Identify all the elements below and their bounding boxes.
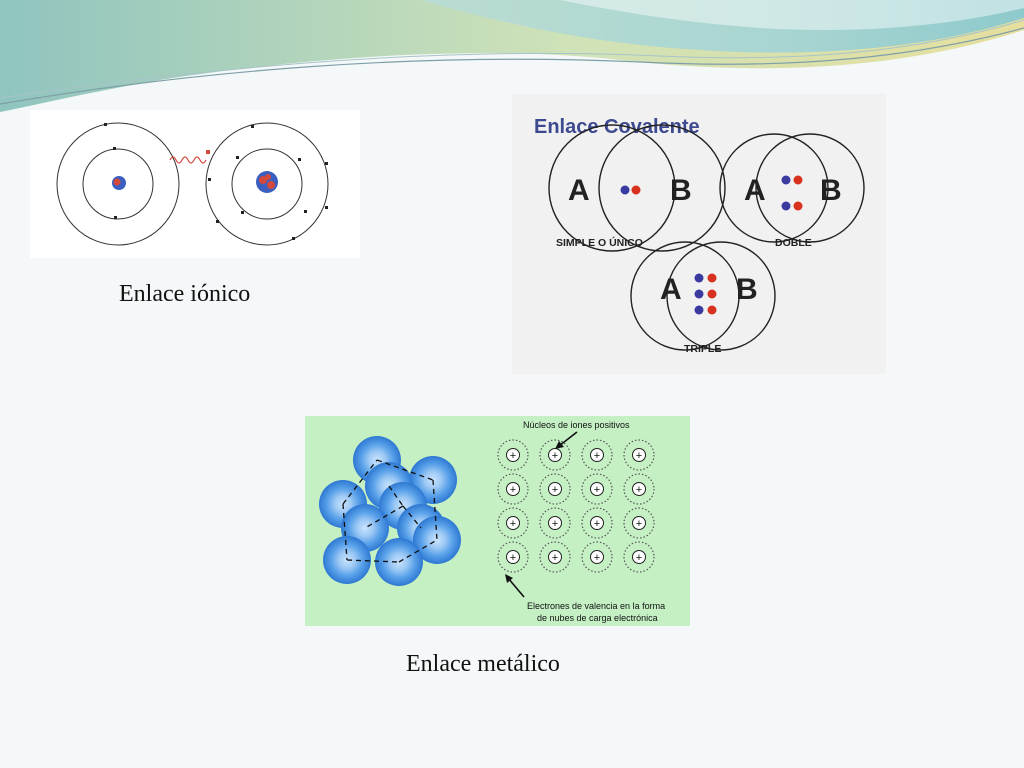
electron-cloud xyxy=(623,439,655,471)
electron-cloud xyxy=(539,473,571,505)
label-positive-ion-nuclei: Núcleos de iones positivos xyxy=(523,420,630,430)
ionic-atom-2 xyxy=(205,122,329,246)
positive-ion-symbol: + xyxy=(594,484,600,496)
atom-a-label: A xyxy=(568,174,590,207)
decorative-banner xyxy=(0,0,1024,112)
electron-dot xyxy=(694,305,704,315)
positive-ion-symbol: + xyxy=(552,518,558,530)
positive-ion-symbol: + xyxy=(636,450,642,462)
label-double: DOBLE xyxy=(775,237,812,249)
lattice-edge xyxy=(432,479,438,541)
positive-ion xyxy=(632,550,646,564)
atom-b-label: B xyxy=(670,174,692,207)
positive-ion-symbol: + xyxy=(510,484,516,496)
electron-dot xyxy=(781,175,791,185)
electron-dot xyxy=(707,305,717,315)
positive-ion-symbol: + xyxy=(636,518,642,530)
label-simple: SIMPLE O ÚNICO xyxy=(556,236,643,249)
atom-a-label: A xyxy=(744,174,766,207)
electron-cloud xyxy=(539,439,571,471)
positive-ion xyxy=(590,516,604,530)
electron-dot xyxy=(793,201,803,211)
covalent-triple-bond: A B TRIPLE xyxy=(630,241,776,355)
positive-ion-symbol: + xyxy=(552,450,558,462)
positive-ion-symbol: + xyxy=(594,518,600,530)
positive-ion xyxy=(590,482,604,496)
positive-ion-symbol: + xyxy=(636,552,642,564)
electron-cloud xyxy=(581,541,613,573)
electron-cloud xyxy=(539,541,571,573)
positive-ion xyxy=(506,550,520,564)
atom-b-label: B xyxy=(736,273,758,306)
electron-cloud xyxy=(497,541,529,573)
electron-cloud xyxy=(497,507,529,539)
covalent-double-bond: A B DOBLE xyxy=(719,133,865,249)
metallic-bond-diagram: + + + + + + + + + + + + + + + + Núcleos de iones positi… xyxy=(305,416,690,626)
atom-b-label: B xyxy=(820,174,842,207)
arrow-icon xyxy=(505,574,525,598)
label-triple: TRIPLE xyxy=(684,343,721,355)
positive-ion xyxy=(548,482,562,496)
lattice-edge xyxy=(398,539,438,563)
positive-ion xyxy=(506,516,520,530)
electron-dot xyxy=(694,273,704,283)
metal-atom-sphere xyxy=(413,516,461,564)
positive-ion-symbol: + xyxy=(594,450,600,462)
lattice-edge xyxy=(376,459,434,481)
positive-ion xyxy=(506,448,520,462)
electron-cloud xyxy=(623,541,655,573)
metal-ion-lattice: + + + + + + + + + + + + + + + + xyxy=(497,439,655,573)
electron-dot xyxy=(694,289,704,299)
lattice-edge xyxy=(342,503,348,561)
electron-dot xyxy=(781,201,791,211)
electron-cloud xyxy=(497,473,529,505)
lattice-edge xyxy=(364,505,404,529)
lattice-edge xyxy=(402,505,422,529)
electron-dot xyxy=(707,289,717,299)
ionic-atom-1 xyxy=(56,122,180,246)
positive-ion-symbol: + xyxy=(552,484,558,496)
electron-cloud xyxy=(497,439,529,471)
electron-cloud xyxy=(581,507,613,539)
electron-dot xyxy=(793,175,803,185)
electron-dot xyxy=(707,273,717,283)
electron-cloud xyxy=(539,507,571,539)
positive-ion-symbol: + xyxy=(594,552,600,564)
positive-ion xyxy=(548,550,562,564)
positive-ion xyxy=(590,448,604,462)
ionic-bond-diagram xyxy=(30,110,360,258)
positive-ion xyxy=(506,482,520,496)
caption-ionic-bond: Enlace iónico xyxy=(119,281,251,307)
electron-dot xyxy=(631,185,641,195)
lattice-edge xyxy=(342,459,378,505)
atom-a-label: A xyxy=(660,273,682,306)
positive-ion xyxy=(632,448,646,462)
electron-dot xyxy=(620,185,630,195)
positive-ion-symbol: + xyxy=(510,552,516,564)
metal-atom-spheres xyxy=(319,436,461,586)
covalent-simple-bond: A B SIMPLE O ÚNICO xyxy=(548,124,726,252)
positive-ion-symbol: + xyxy=(510,450,516,462)
positive-ion xyxy=(548,516,562,530)
arrow-icon xyxy=(555,431,578,449)
electron-cloud xyxy=(581,439,613,471)
covalent-title: Enlace Covalente xyxy=(534,116,700,138)
positive-ion xyxy=(632,482,646,496)
covalent-bond-diagram: Enlace Covalente A B SIMPLE O ÚNICO A B … xyxy=(512,94,886,374)
positive-ion-symbol: + xyxy=(510,518,516,530)
electron-cloud xyxy=(623,507,655,539)
label-valence-electrons-line1: Electrones de valencia en la forma xyxy=(527,601,665,611)
electron-cloud xyxy=(623,473,655,505)
positive-ion xyxy=(548,448,562,462)
positive-ion xyxy=(632,516,646,530)
caption-metallic-bond: Enlace metálico xyxy=(406,651,560,677)
positive-ion xyxy=(590,550,604,564)
positive-ion-symbol: + xyxy=(552,552,558,564)
electron-transfer-wave xyxy=(169,156,207,164)
positive-ion-symbol: + xyxy=(636,484,642,496)
lattice-edge xyxy=(388,485,404,507)
label-valence-electrons-line2: de nubes de carga electrónica xyxy=(537,613,658,623)
electron-cloud xyxy=(581,473,613,505)
